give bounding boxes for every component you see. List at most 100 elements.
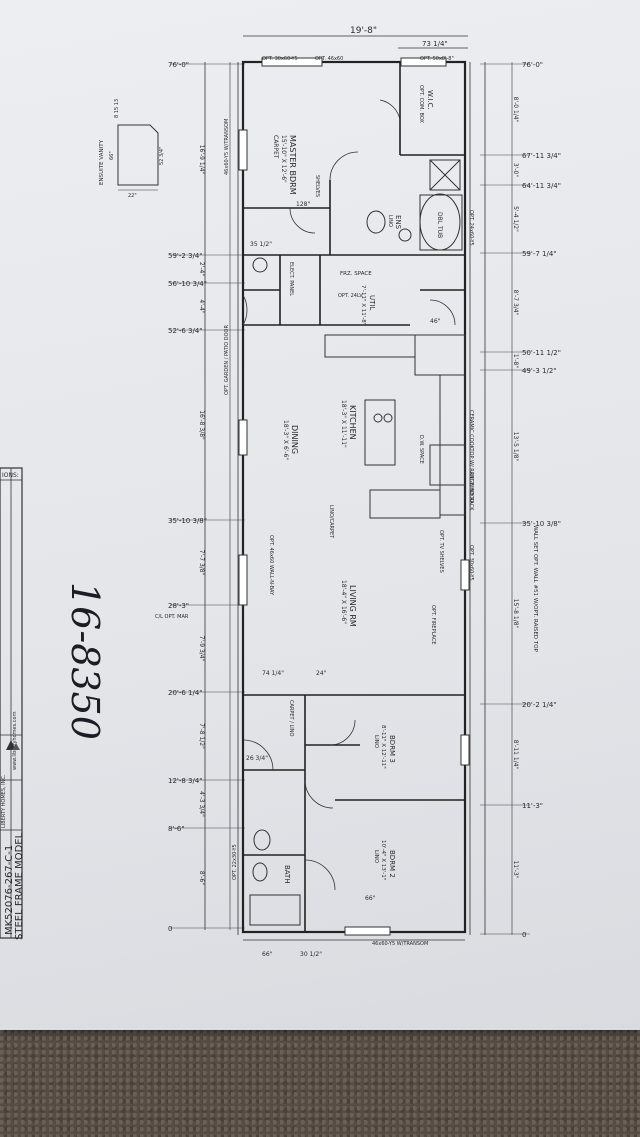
dim-label: 0 xyxy=(168,925,172,933)
interior-dimensions: 128" 35 1/2" 46" 74 1/4" 24" 26 3/4" 66"… xyxy=(246,201,441,958)
dim-segment-label: 8'-11 1/4" xyxy=(512,740,519,770)
frz-space-note: FRZ. SPACE xyxy=(340,271,372,277)
ens-name: ENS xyxy=(394,215,402,230)
company-line-1: LIBERTY HOMES, INC. xyxy=(1,774,7,828)
dim-66b: 66" xyxy=(365,895,376,902)
ens-floor: LINO xyxy=(387,215,393,227)
ceramic-note: CERAMIC COOKTOP W/ RANGE HOOD xyxy=(468,410,474,503)
opt-50x8-note: OPT. 50x8'-8" xyxy=(420,56,454,62)
left-dimensions: 76'-0"16'-9 1/4"59'-2 3/4"2'-4"56'-10 3/… xyxy=(168,61,245,933)
dim-label: 8'-6" xyxy=(168,825,185,833)
dim-segment-label: 3'-0" xyxy=(512,163,519,177)
title-block: IONS: STEEL FRAME MODEL MK52076-267-C-1 … xyxy=(0,467,25,940)
dim-label: 35'-10 3/8" xyxy=(522,520,561,528)
bdrm3-name: BDRM 3 xyxy=(388,735,396,763)
bdrm3-floor: LINO xyxy=(373,735,379,749)
elect-panel-note: ELECT. PANEL xyxy=(288,262,294,296)
dim-label: 49'-3 1/2" xyxy=(522,367,557,375)
opt-46x60-note: OPT. 46x60 xyxy=(315,56,343,62)
carpet-background xyxy=(0,1015,640,1137)
bdrm2-size: 10'-4" X 13'-1" xyxy=(380,840,386,880)
window-master-note: 46x60-Y5 W/TRANSOM xyxy=(224,119,230,175)
bdrm3-size: 8'-11" X 12'-11" xyxy=(380,725,386,769)
vanity-bottom-dim: 22" xyxy=(128,193,137,199)
dim-segment-label: 7'-9 3/4" xyxy=(198,636,205,662)
opt-24x60-note: OPT. 24x60-Y5 xyxy=(468,210,474,246)
ensuite-vanity-detail: ENSUITE VANITY 8 15 13 66" 52 3/4" 22" xyxy=(99,99,165,199)
opt-window-note: OPT. 46x60 WALL-N-BAY xyxy=(268,535,274,596)
ensuite-vanity-label: ENSUITE VANITY xyxy=(99,139,105,185)
dim-label: 76'-0" xyxy=(168,61,189,69)
carpet-lino-note: CARPET / LINO xyxy=(288,700,294,736)
master-bdrm-floor: CARPET xyxy=(272,135,279,159)
fireplace-note: OPT. FIREPLACE xyxy=(430,605,436,644)
opt-30x60-b-note: OPT. 30x60-Y5 xyxy=(468,545,474,581)
vanity-top-dims: 8 15 13 xyxy=(114,99,120,118)
dim-24: 24" xyxy=(316,670,327,677)
dim-segment-label: 5'-4 1/2" xyxy=(512,206,519,232)
dim-35-12: 35 1/2" xyxy=(250,241,272,248)
util-name: UTIL xyxy=(368,295,376,310)
interior-walls xyxy=(243,62,465,932)
lino-carpet-note: LINO/CARPET xyxy=(328,505,334,539)
window-bottom-note-1: 46x60-Y5 W/TRANSOM xyxy=(372,941,428,947)
dim-segment-label: 7'-7 3/8" xyxy=(198,550,205,576)
dim-label: 52'-6 3/4" xyxy=(168,327,203,335)
door-swings xyxy=(242,99,456,891)
kitchen-size: 18'-3" X 11'-11" xyxy=(340,400,347,448)
opt-22x30-note: OPT. 22x30-Y5 xyxy=(232,844,238,880)
wine-rack-note: 24" WINE RACK xyxy=(468,472,474,511)
kitchen-name: KITCHEN xyxy=(348,405,357,440)
shelves-note: SHELVES xyxy=(314,175,320,197)
dim-30-12: 30 1/2" xyxy=(300,951,322,958)
dim-segment-label: 15'-8 1/8" xyxy=(512,599,519,629)
overall-width-dim: 19'-8" xyxy=(350,26,377,36)
handwritten-number: 16-8350 xyxy=(63,582,107,740)
master-bdrm-name: MASTER BDRM xyxy=(288,135,297,195)
right-dimensions: 76'-0" 8'-0 1/4" 67'-11 3/4"3'-0"64'-11 3/… xyxy=(480,61,561,939)
master-bdrm-size: 15'-10" X 12'-6" xyxy=(280,135,287,183)
vanity-side-dim: 66" xyxy=(109,151,115,160)
wic-name: W.I.C. xyxy=(426,90,434,110)
patio-door-note: OPT. GARDEN / PATIO DOOR xyxy=(224,325,230,395)
dining-name: DINING xyxy=(290,425,299,454)
dim-label: 35'-10 3/8" xyxy=(168,517,207,525)
dim-segment-label: 8'-0 1/4" xyxy=(512,97,519,123)
dim-74-14: 74 1/4" xyxy=(262,670,284,677)
dim-segment-label: 2'-4" xyxy=(198,262,205,276)
wic-note: OPT. COM. BOX xyxy=(418,85,424,123)
opt-30x60-note: OPT. 30x60-Y5 xyxy=(262,56,298,62)
tub-name: DBL TUB xyxy=(436,212,443,238)
blueprint-paper xyxy=(0,0,640,1030)
bath-fixtures xyxy=(249,257,301,926)
dim-66: 66" xyxy=(262,951,273,958)
outer-walls xyxy=(237,60,471,941)
dim-segment-label: 4'-4" xyxy=(198,299,205,313)
dim-label: 12'-8 3/4" xyxy=(168,777,203,785)
dim-label: 67'-11 3/4" xyxy=(522,152,561,160)
windows xyxy=(238,57,470,936)
master-bath-fixtures xyxy=(366,159,463,251)
dim-label: 20'-6 1/4" xyxy=(168,689,203,697)
dim-46: 46" xyxy=(430,318,441,325)
cls-opt-mar-note: C/L OPT. MAR xyxy=(155,614,189,620)
dim-label: 59'-7 1/4" xyxy=(522,250,557,258)
wall-set-note: WALL SET OPT. WALL #51 W/OPT. RAISED TOP xyxy=(532,525,538,653)
bdrm2-floor: LINO xyxy=(373,850,379,864)
dw-space-note: D.W. SPACE xyxy=(418,435,424,464)
dim-label: 64'-11 3/4" xyxy=(522,182,561,190)
title-block-header: IONS: xyxy=(2,472,19,479)
dim-label: 56'-10 3/4" xyxy=(168,280,207,288)
dim-label: 59'-2 3/4" xyxy=(168,252,203,260)
dim-segment-label: 13'-5 1/8" xyxy=(512,432,519,462)
vanity-right-dim: 52 3/4" xyxy=(159,147,165,165)
company-logo xyxy=(6,740,20,750)
dim-segment-label: 11'-3" xyxy=(512,860,519,878)
dim-label: 76'-0" xyxy=(522,61,543,69)
opt-tv-shelves-note: OPT. TV SHELVES xyxy=(438,530,444,573)
company-line-2: www.libertyhomes.com xyxy=(12,711,18,770)
dim-128: 128" xyxy=(296,201,310,208)
plan-notes: FRZ. SPACE D.W. SPACE CERAMIC COOKTOP W/… xyxy=(155,56,538,947)
dining-size: 18'-3" X 6'-6" xyxy=(282,420,289,460)
